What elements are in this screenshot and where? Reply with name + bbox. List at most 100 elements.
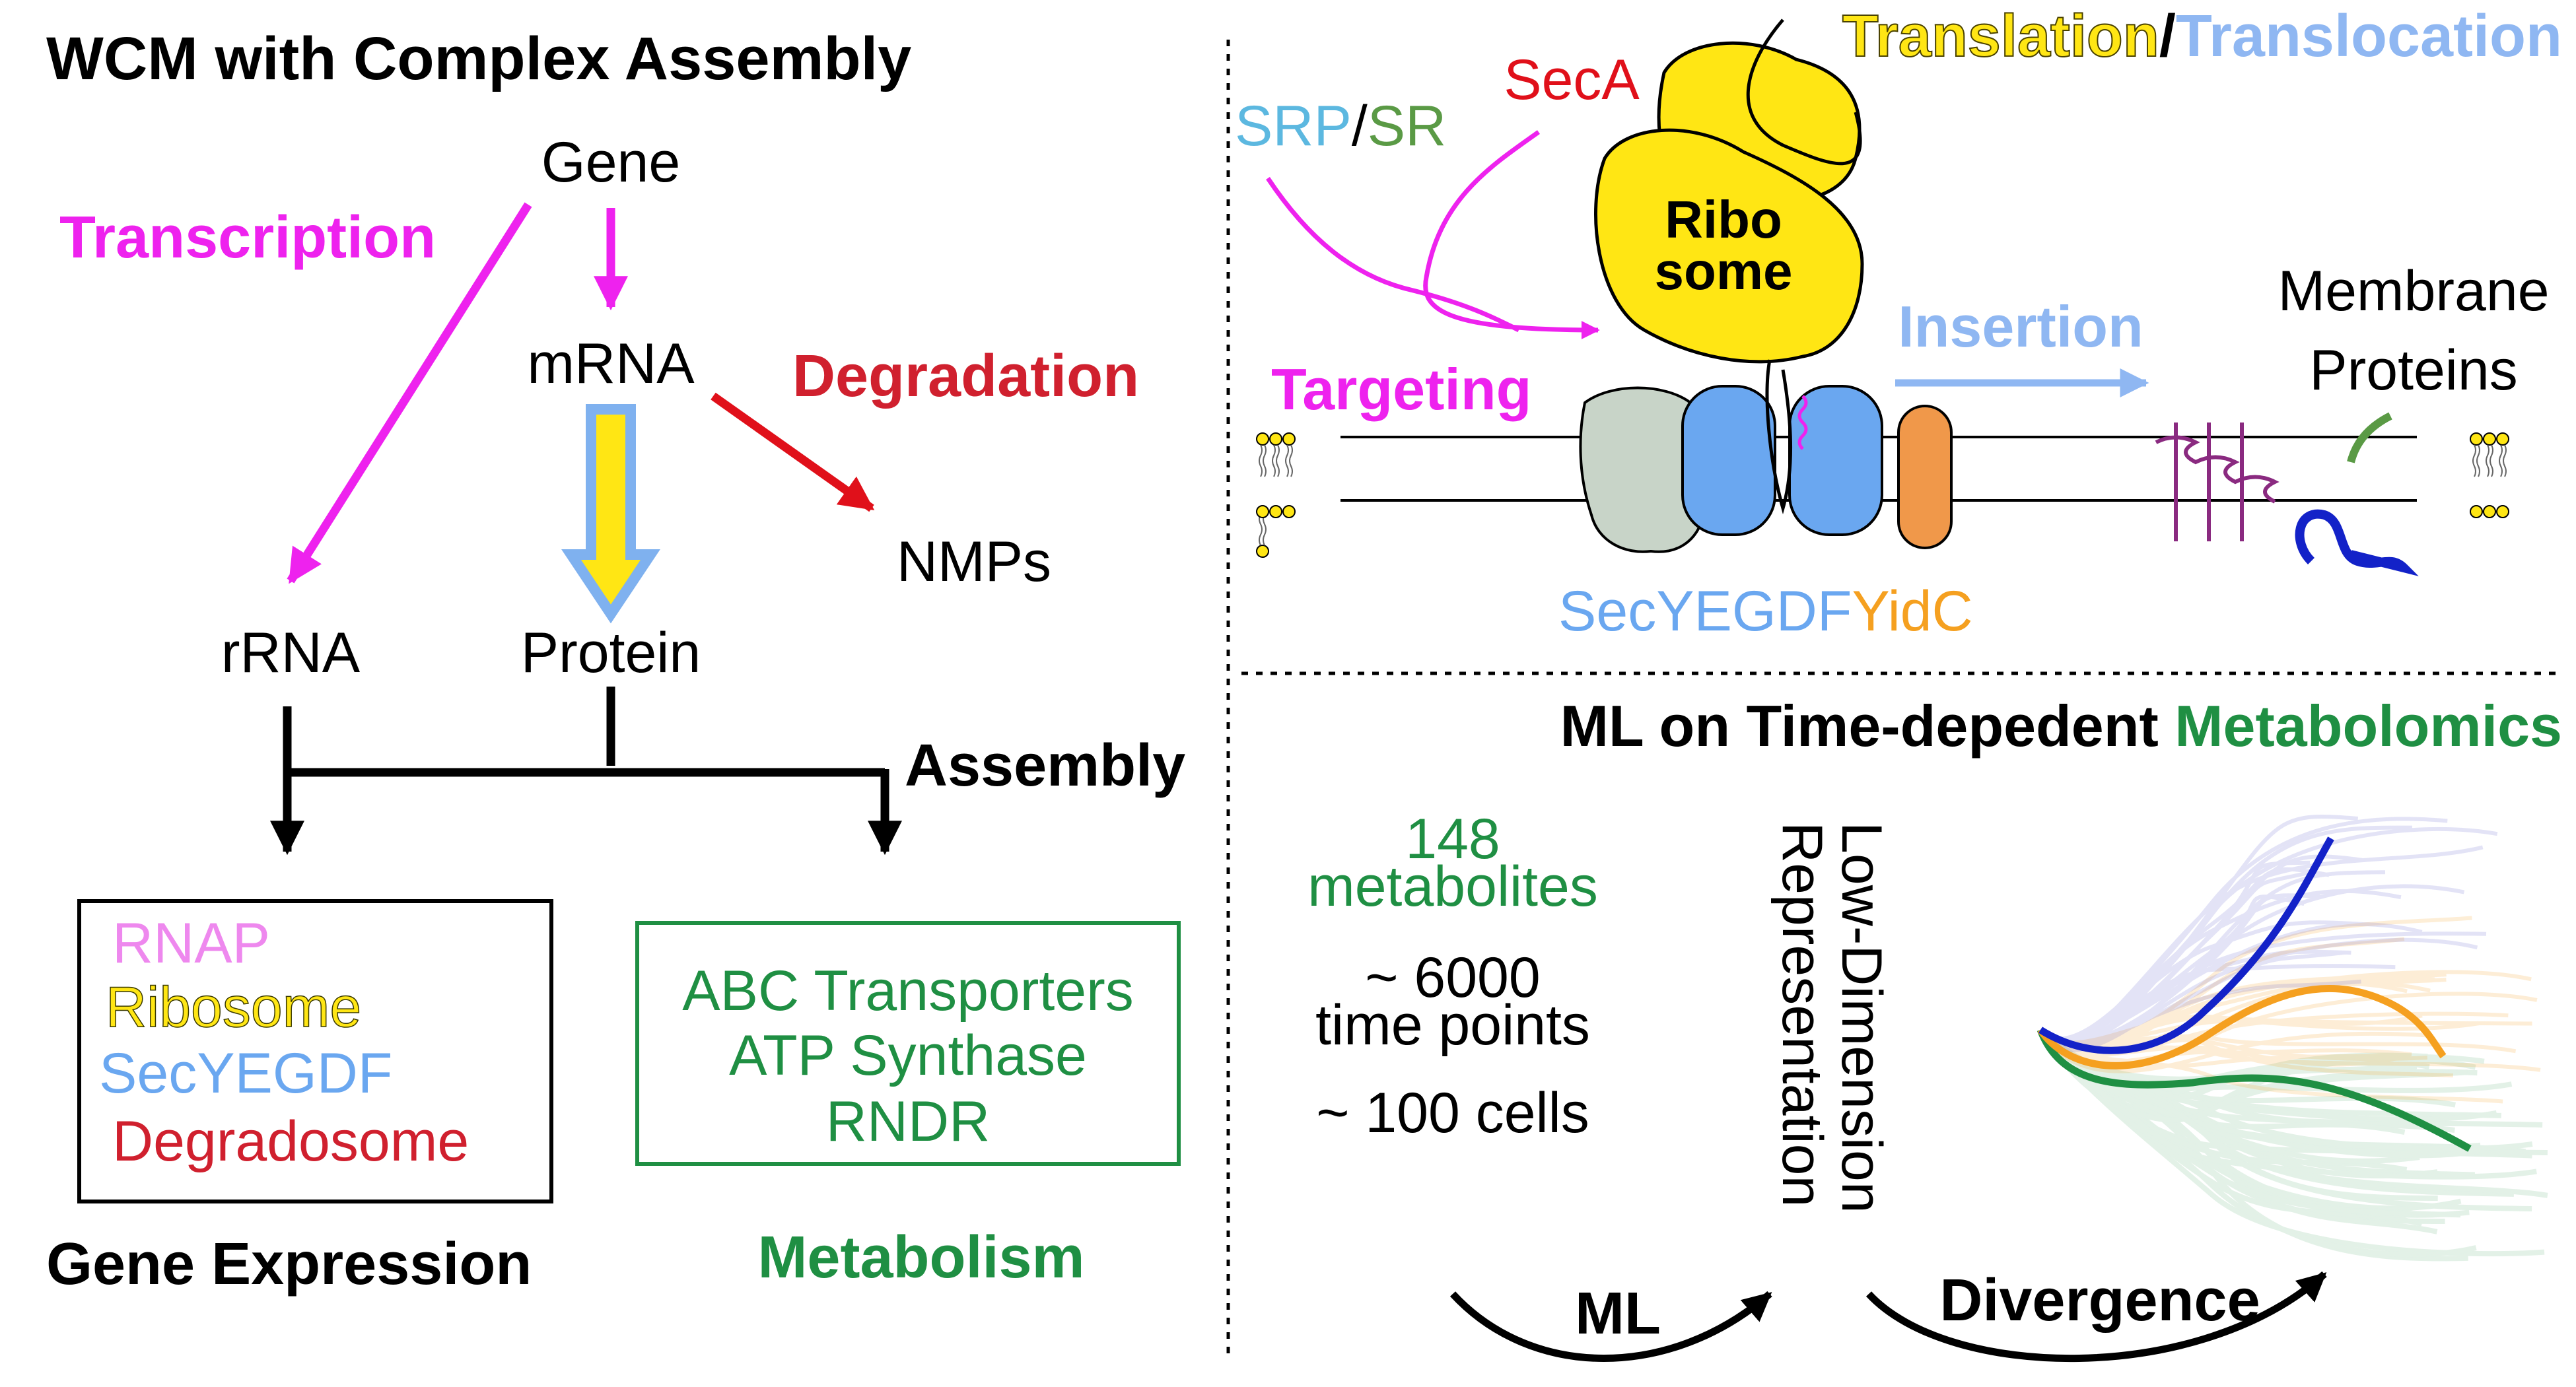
trajectory-line <box>2038 1028 2526 1155</box>
trajectory-line <box>2038 1028 2548 1198</box>
trajectory-line <box>2038 922 2423 1042</box>
divergence-arc-label: Divergence <box>1939 1268 2260 1334</box>
left-panel: WCM with Complex Assembly Gene Transcrip… <box>46 25 1185 1297</box>
secdf-protein <box>1579 386 1706 553</box>
trajectory-line <box>2038 1028 2543 1128</box>
trajectory-line <box>2038 949 2351 1046</box>
insertion-label: Insertion <box>1898 294 2143 359</box>
gene-expression-caption: Gene Expression <box>46 1231 532 1297</box>
trajectory-line <box>2038 1028 2456 1108</box>
bottom-right-panel: ML on Time-depedent Metabolomics 148 met… <box>1307 693 2562 1363</box>
rrna-node: rRNA <box>221 621 361 685</box>
divergence-arc-arrow <box>1865 1271 2327 1363</box>
srp-targeting-path <box>1266 177 1520 333</box>
trajectory-line <box>2038 1014 2532 1045</box>
trajectory-line <box>2038 1028 2438 1201</box>
gene-to-rrna-arrow <box>287 202 532 584</box>
gex-item-rnap: RNAP <box>112 912 270 975</box>
trajectory-line <box>2038 979 2361 1044</box>
representation-label-1: Low-Dimension <box>1830 822 1893 1213</box>
metabolism-box <box>635 921 1181 1166</box>
trajectory-line <box>2038 1028 2532 1159</box>
trajectory-line <box>2038 920 2364 1044</box>
targeting-label: Targeting <box>1271 356 1531 422</box>
membrane-protein-tail <box>2347 412 2392 463</box>
mrna-strand <box>1746 18 1862 166</box>
trajectory-line <box>2038 1029 2430 1121</box>
trajectory-line <box>2038 1028 2548 1155</box>
timepoints-count: ~ 6000 <box>1365 946 1540 1009</box>
representation-label-2: Representation <box>1770 822 1834 1207</box>
trajectory-line <box>2038 889 2402 1044</box>
yidc-label: YidC <box>1852 580 1972 643</box>
trajectory-line <box>2038 1028 2537 1180</box>
secyegdf-label: SecYEGDF <box>1558 580 1852 643</box>
ribosome-small-subunit <box>1594 128 1864 364</box>
left-panel-title: WCM with Complex Assembly <box>46 25 911 92</box>
trajectory-line <box>2038 845 2484 1046</box>
trajectory-line <box>2038 931 2487 1048</box>
gex-item-degradosome: Degradosome <box>112 1110 469 1173</box>
trajectory-line <box>2038 869 2317 1048</box>
trajectory-line <box>2038 1028 2408 1172</box>
gex-item-secyegdf: SecYEGDF <box>99 1042 392 1105</box>
metabolism-caption: Metabolism <box>757 1225 1084 1291</box>
timepoints-label: time points <box>1315 994 1590 1057</box>
ml-title-part2: Metabolomics <box>2175 693 2562 759</box>
trajectory-line <box>2038 1028 2491 1159</box>
yidc-protein <box>1897 405 1953 549</box>
signal-helix <box>1797 395 1808 450</box>
metabolites-count: 148 <box>1405 807 1500 871</box>
mrna-node: mRNA <box>527 332 695 395</box>
metabolites-label: metabolites <box>1307 855 1598 918</box>
trajectory-line <box>2038 895 2305 1047</box>
gene-expression-box <box>77 899 553 1203</box>
blue-trajectory-bundle <box>2038 814 2498 1052</box>
secyegdf-yidc-label: SecYEGDFYidC <box>1558 580 1973 643</box>
seca-label: SecA <box>1504 48 1640 112</box>
translation-arrow <box>561 404 660 624</box>
blue-mean-trajectory <box>2038 836 2334 1054</box>
nascent-chain <box>1765 359 1793 515</box>
membrane-proteins-label-2: Proteins <box>2309 339 2518 402</box>
met-item-rndr: RNDR <box>826 1090 990 1153</box>
multipass-membrane-protein <box>2155 423 2280 541</box>
title-translation: Translation <box>1842 3 2159 69</box>
nmps-node: NMPs <box>897 530 1051 593</box>
trajectory-line <box>2038 1028 2445 1224</box>
trajectory-line <box>2038 817 2448 1041</box>
secyeg-channel-left <box>1681 385 1776 536</box>
trajectory-line <box>2038 1028 2406 1135</box>
protein-node: Protein <box>521 621 701 685</box>
trajectory-line <box>2038 1029 2427 1073</box>
ribosome-label-1: Ribo <box>1665 190 1782 249</box>
ml-arc-arrow <box>1449 1291 1772 1362</box>
gex-item-ribosome: Ribosome <box>106 976 361 1039</box>
translation-translocation-title: Translation/Translocation <box>1842 3 2562 69</box>
ml-title-part1: ML on Time-depedent <box>1560 693 2159 759</box>
trajectory-line <box>2038 860 2311 1047</box>
ribosome-label-2: some <box>1655 242 1793 300</box>
top-right-panel: Translation/Translocation SRP/SR SecA Ta… <box>1235 3 2562 643</box>
trajectory-line <box>2038 827 2498 1041</box>
srp-sr-label: SRP/SR <box>1235 94 1446 158</box>
transcription-label: Transcription <box>59 205 436 271</box>
single-pass-membrane-protein <box>2295 509 2419 576</box>
met-item-atp: ATP Synthase <box>729 1024 1087 1087</box>
ml-arc-label: ML <box>1575 1281 1661 1347</box>
srp-sep: / <box>1352 94 1368 158</box>
assembly-bracket <box>270 687 902 856</box>
met-item-abc: ABC Transporters <box>682 959 1133 1023</box>
assembly-label: Assembly <box>905 733 1185 799</box>
trajectory-line <box>2038 970 2532 1048</box>
title-translocation: Translocation <box>2176 3 2562 69</box>
trajectory-line <box>2038 1028 2428 1100</box>
cells-count: ~ 100 cells <box>1316 1081 1589 1145</box>
green-mean-trajectory <box>2036 1029 2472 1152</box>
trajectory-line <box>2038 1028 2481 1151</box>
trajectory-line <box>2038 825 2412 1042</box>
trajectory-line <box>2038 1029 2501 1118</box>
trajectory-line <box>2038 937 2405 1057</box>
orange-mean-trajectory <box>2037 984 2447 1069</box>
